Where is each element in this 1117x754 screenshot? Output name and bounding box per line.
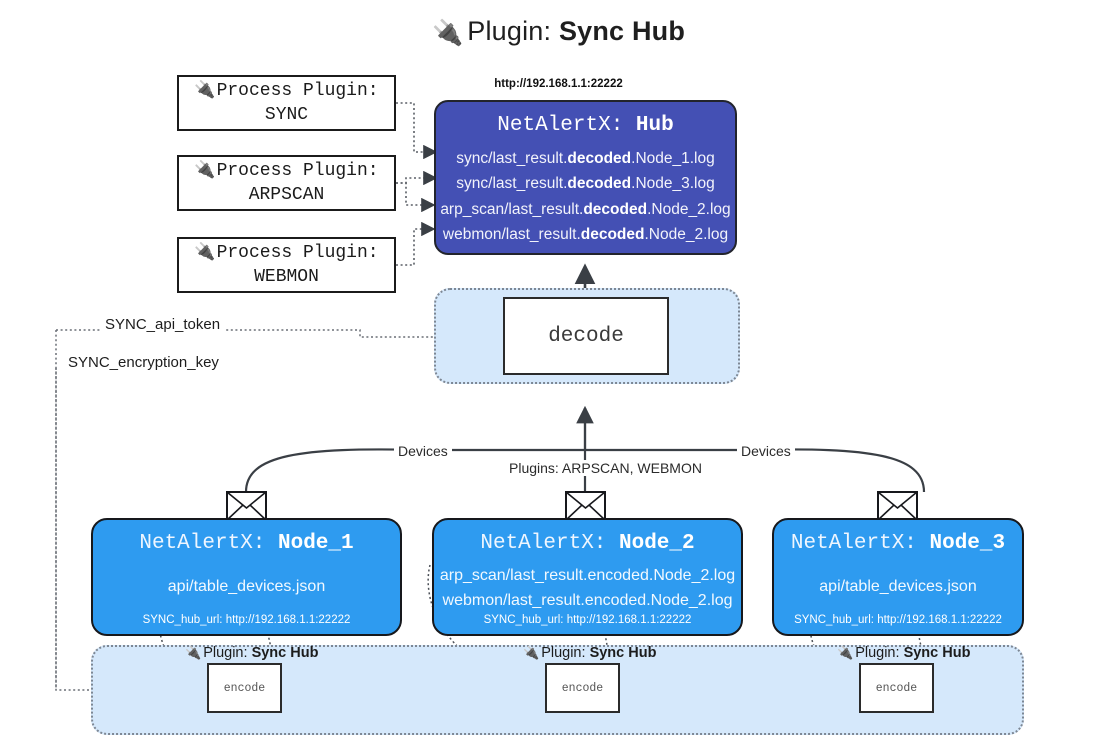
node-3-name: Node_3 bbox=[929, 532, 1006, 555]
node-2-line: arp_scan/last_result.encoded.Node_2.log bbox=[439, 567, 736, 584]
envelope-icon-node2 bbox=[565, 491, 606, 521]
hub-title: NetAlertX: Hub bbox=[436, 114, 735, 137]
hub-row: arp_scan/last_result.decoded.Node_2.log bbox=[440, 200, 731, 218]
plug-icon: 🔌 bbox=[523, 645, 540, 660]
edge-arpscan-plugin-to-hub-b bbox=[396, 182, 436, 213]
hub-row: webmon/last_result.decoded.Node_2.log bbox=[442, 225, 729, 243]
encode-label: encode bbox=[561, 681, 604, 695]
process-plugin-sync-line1: Process Plugin: bbox=[216, 80, 379, 101]
devices-label-left: Devices bbox=[394, 443, 452, 459]
encoder-1-caption: 🔌Plugin: Sync Hub bbox=[185, 645, 319, 661]
encode-label: encode bbox=[875, 681, 918, 695]
decode-label: decode bbox=[548, 324, 624, 348]
hub-box[interactable]: NetAlertX: Hub sync/last_result.decoded.… bbox=[434, 100, 737, 255]
plug-icon: 🔌 bbox=[194, 241, 216, 262]
hub-row: sync/last_result.decoded.Node_3.log bbox=[456, 175, 715, 193]
encode-label: encode bbox=[223, 681, 266, 695]
process-plugin-webmon-line1: Process Plugin: bbox=[216, 242, 379, 263]
edge-arpscan-plugin-to-hub-a bbox=[396, 170, 438, 186]
node-2-name: Node_2 bbox=[619, 532, 695, 555]
process-plugin-arpscan-line1: Process Plugin: bbox=[216, 160, 379, 181]
plug-icon: 🔌 bbox=[431, 19, 464, 47]
edge-encryption-key-to-encoders bbox=[55, 330, 184, 697]
process-plugin-webmon-line2: WEBMON bbox=[254, 267, 319, 287]
hub-title-prefix: NetAlertX: bbox=[497, 114, 636, 137]
node-1-name: Node_1 bbox=[278, 532, 354, 555]
node-box-node-2[interactable]: NetAlertX: Node_2 arp_scan/last_result.e… bbox=[432, 518, 743, 636]
encoder-2-caption: 🔌Plugin: Sync Hub bbox=[523, 645, 657, 661]
encoder-3-caption: 🔌Plugin: Sync Hub bbox=[837, 645, 971, 661]
encode-box-node-2[interactable]: encode bbox=[545, 663, 620, 713]
node-3-title: NetAlertX: Node_3 bbox=[790, 532, 1006, 555]
encode-box-node-3[interactable]: encode bbox=[859, 663, 934, 713]
plug-icon: 🔌 bbox=[185, 645, 202, 660]
envelope-icon-node3 bbox=[877, 491, 918, 521]
encode-box-node-1[interactable]: encode bbox=[207, 663, 282, 713]
node-3-line: api/table_devices.json bbox=[819, 578, 977, 595]
node-2-line: webmon/last_result.encoded.Node_2.log bbox=[442, 591, 733, 609]
node-1-title: NetAlertX: Node_1 bbox=[139, 532, 354, 555]
devices-label-right: Devices bbox=[737, 443, 795, 459]
node-box-node-1[interactable]: NetAlertX: Node_1 api/table_devices.json… bbox=[91, 518, 402, 636]
decode-box[interactable]: decode bbox=[503, 297, 669, 375]
page-title-name: Sync Hub bbox=[558, 16, 686, 46]
process-plugin-arpscan[interactable]: 🔌Process Plugin: ARPSCAN bbox=[177, 155, 396, 211]
hub-title-name: Hub bbox=[635, 114, 674, 137]
node-2-title: NetAlertX: Node_2 bbox=[480, 532, 695, 555]
sync-encryption-key-label: SYNC_encryption_key bbox=[63, 354, 224, 371]
edge-sync-plugin-to-hub bbox=[396, 102, 438, 160]
plugins-label-center: Plugins: ARPSCAN, WEBMON bbox=[505, 460, 706, 476]
node-1-hub-url: SYNC_hub_url: http://192.168.1.1:22222 bbox=[142, 614, 351, 626]
hub-row: sync/last_result.decoded.Node_1.log bbox=[456, 150, 715, 167]
plug-icon: 🔌 bbox=[194, 159, 216, 180]
node-2-hub-url: SYNC_hub_url: http://192.168.1.1:22222 bbox=[483, 614, 692, 626]
hub-row-list: sync/last_result.decoded.Node_1.log sync… bbox=[436, 146, 735, 247]
process-plugin-arpscan-line2: ARPSCAN bbox=[248, 185, 325, 205]
page-title: 🔌Plugin: Sync Hub bbox=[0, 16, 1117, 47]
node-3-hub-url: SYNC_hub_url: http://192.168.1.1:22222 bbox=[794, 614, 1002, 626]
sync-api-token-label: SYNC_api_token bbox=[100, 316, 226, 333]
page-title-prefix: Plugin: bbox=[467, 16, 559, 46]
plug-icon: 🔌 bbox=[194, 79, 216, 100]
process-plugin-webmon[interactable]: 🔌Process Plugin: WEBMON bbox=[177, 237, 396, 293]
plug-icon: 🔌 bbox=[837, 645, 854, 660]
edge-webmon-plugin-to-hub bbox=[396, 221, 436, 266]
process-plugin-sync-line2: SYNC bbox=[264, 105, 309, 125]
envelope-icon-node1 bbox=[226, 491, 267, 521]
process-plugin-sync[interactable]: 🔌Process Plugin: SYNC bbox=[177, 75, 396, 131]
hub-url-label: http://192.168.1.1:22222 bbox=[494, 78, 623, 90]
node-1-line: api/table_devices.json bbox=[167, 578, 326, 595]
node-box-node-3[interactable]: NetAlertX: Node_3 api/table_devices.json… bbox=[772, 518, 1024, 636]
